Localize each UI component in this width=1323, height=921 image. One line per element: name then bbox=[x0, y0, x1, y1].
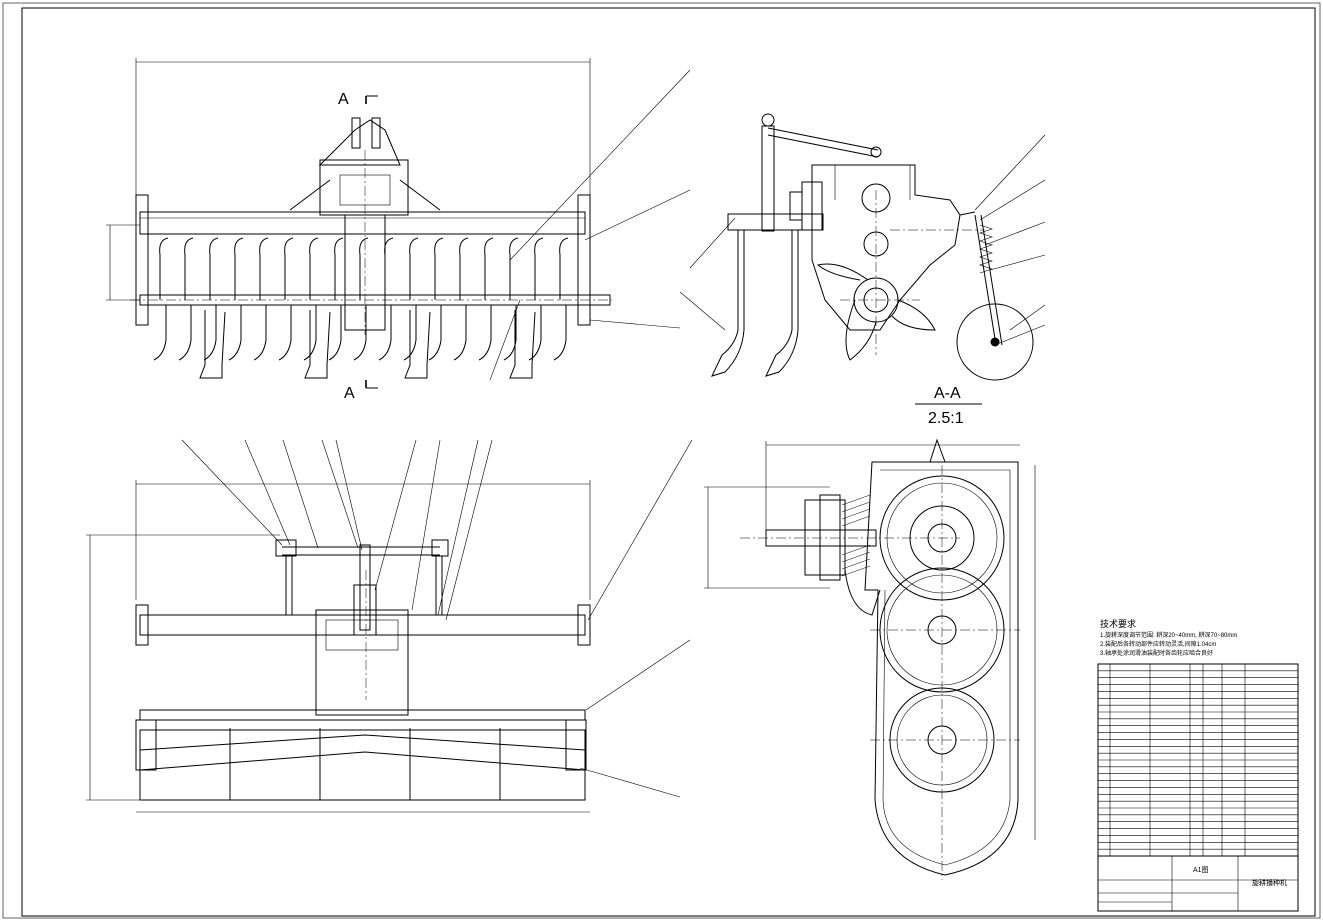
tine bbox=[309, 237, 319, 300]
tine bbox=[253, 305, 267, 361]
material-label: A1图 bbox=[1193, 866, 1209, 874]
top-view bbox=[86, 439, 693, 813]
tine bbox=[284, 237, 294, 300]
tech-req-heading: 技术要求 bbox=[1100, 618, 1136, 629]
tine bbox=[153, 305, 167, 361]
tine bbox=[459, 237, 469, 300]
tine bbox=[328, 305, 342, 361]
tine bbox=[534, 237, 544, 300]
title-block: A1图 旋耕播种机 bbox=[1097, 855, 1299, 912]
tine bbox=[209, 237, 219, 300]
tine bbox=[503, 305, 517, 361]
tine bbox=[553, 305, 567, 361]
tine bbox=[278, 305, 292, 361]
depth-wheel bbox=[956, 303, 1034, 381]
tine bbox=[509, 237, 519, 300]
section-mark-top: A bbox=[338, 91, 349, 108]
section-hatch bbox=[841, 494, 871, 577]
technical-requirements: 技术要求 1.旋耕深度调节范围: 耕深20~40mm, 耕深70~80mm 2.… bbox=[1100, 618, 1237, 657]
tine bbox=[334, 237, 344, 300]
tine bbox=[409, 237, 419, 300]
section-scale: 2.5:1 bbox=[928, 410, 964, 427]
drawing-title: 旋耕播种机 bbox=[1252, 878, 1287, 887]
tine bbox=[178, 305, 192, 361]
tine bbox=[528, 305, 542, 361]
inner-border bbox=[21, 7, 1316, 917]
tine bbox=[259, 237, 269, 300]
tine bbox=[403, 305, 417, 361]
seed-furrow-openers bbox=[199, 310, 536, 379]
section-mark-bottom: A bbox=[344, 385, 355, 402]
tine bbox=[428, 305, 442, 361]
side-view bbox=[679, 113, 1046, 381]
tine bbox=[434, 237, 444, 300]
tine bbox=[234, 237, 244, 300]
gear-housing bbox=[864, 461, 1019, 876]
bom-table bbox=[1097, 663, 1299, 857]
tech-req-item-3: 3.轴承处涂润滑油装配时各齿轮应啮合良好 bbox=[1100, 649, 1213, 657]
tine bbox=[159, 237, 169, 300]
tine bbox=[353, 305, 367, 361]
tine bbox=[203, 305, 217, 361]
section-a-a: A-A 2.5:1 bbox=[704, 385, 1036, 880]
main-beam bbox=[139, 211, 586, 235]
tine bbox=[559, 237, 569, 300]
tine bbox=[303, 305, 317, 361]
tine bbox=[184, 237, 194, 300]
tine bbox=[478, 305, 492, 361]
tine bbox=[228, 305, 242, 361]
tech-req-item-2: 2.装配后各转动部件应转动灵活,间隙1.04cm bbox=[1100, 640, 1216, 648]
tine bbox=[484, 237, 494, 300]
leveller-frame bbox=[139, 729, 586, 801]
tine bbox=[453, 305, 467, 361]
section-title: A-A bbox=[934, 385, 961, 402]
front-view: A A bbox=[106, 58, 691, 402]
tech-req-item-1: 1.旋耕深度调节范围: 耕深20~40mm, 耕深70~80mm bbox=[1100, 631, 1237, 639]
tine bbox=[359, 237, 369, 300]
tine bbox=[378, 305, 392, 361]
tine bbox=[384, 237, 394, 300]
